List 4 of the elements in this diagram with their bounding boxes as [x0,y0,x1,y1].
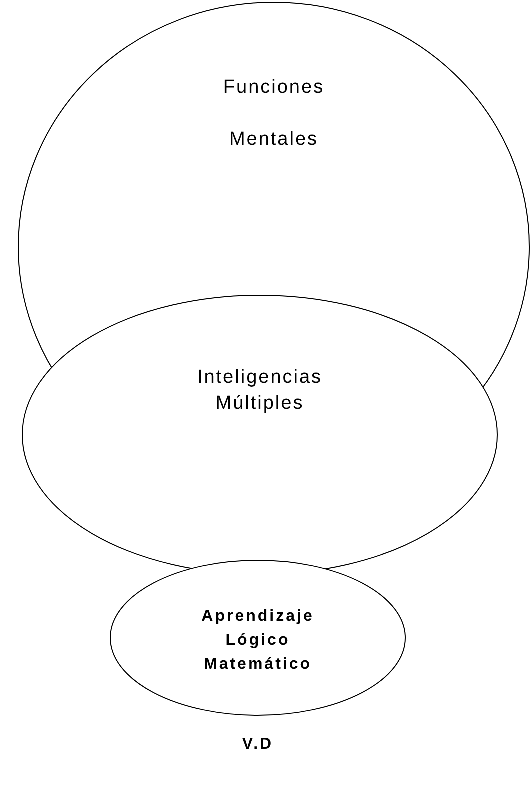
concept-label: Aprendizaje Lógico Matemático [200,607,316,675]
variable-label: V.D [241,736,275,754]
concept-label: Inteligencias Múltiples [196,366,324,416]
concept-label: Funciones Mentales [222,76,326,152]
